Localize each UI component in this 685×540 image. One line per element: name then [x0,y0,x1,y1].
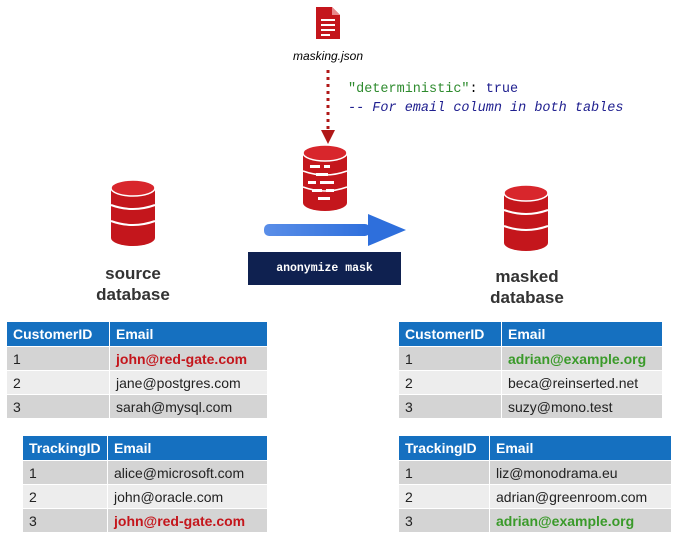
config-key: "deterministic" [348,82,470,97]
email-cell: liz@monodrama.eu [489,460,672,485]
masked-tracking-table: TrackingID Email 1 liz@monodrama.eu 2 ad… [398,435,672,533]
email-cell: suzy@mono.test [501,394,663,419]
column-header: CustomerID [398,321,502,347]
email-cell: adrian@greenroom.com [489,484,672,509]
id-cell: 3 [398,508,490,533]
column-header: Email [109,321,268,347]
config-value: true [485,82,519,97]
table-header-row: CustomerID Email [398,321,663,347]
config-separator: : [469,82,486,97]
email-cell: sarah@mysql.com [109,394,268,419]
id-cell: 2 [398,484,490,509]
id-cell: 1 [6,346,110,371]
source-database-icon [110,179,156,246]
id-cell: 3 [22,508,108,533]
config-comment: -- For email column in both tables [348,101,624,116]
masked-label-line2: database [490,288,564,307]
column-header: Email [107,435,268,461]
table-row: 1 adrian@example.org [398,346,663,371]
masked-label-line1: masked [495,267,559,286]
masked-database-label: masked database [472,266,582,308]
masking-database-icon [302,144,348,211]
id-cell: 3 [6,394,110,419]
id-cell: 3 [398,394,502,419]
email-cell: john@red-gate.com [109,346,268,371]
table-header-row: CustomerID Email [6,321,268,347]
id-cell: 2 [6,370,110,395]
table-row: 1 alice@microsoft.com [22,460,268,485]
masked-customer-table: CustomerID Email 1 adrian@example.org 2 … [398,321,663,419]
table-row: 3 adrian@example.org [398,508,672,533]
id-cell: 2 [22,484,108,509]
config-file-name: masking.json [292,49,364,63]
table-row: 3 sarah@mysql.com [6,394,268,419]
email-cell: john@oracle.com [107,484,268,509]
process-arrow [264,214,406,246]
email-cell: alice@microsoft.com [107,460,268,485]
masked-database-icon [503,184,549,251]
column-header: Email [489,435,672,461]
email-cell: jane@postgres.com [109,370,268,395]
table-row: 1 liz@monodrama.eu [398,460,672,485]
table-row: 2 beca@reinserted.net [398,370,663,395]
table-row: 3 john@red-gate.com [22,508,268,533]
source-customer-table: CustomerID Email 1 john@red-gate.com 2 j… [6,321,268,419]
source-database-label: source database [78,263,188,305]
table-row: 2 jane@postgres.com [6,370,268,395]
source-tracking-table: TrackingID Email 1 alice@microsoft.com 2… [22,435,268,533]
id-cell: 1 [398,460,490,485]
column-header: Email [501,321,663,347]
email-cell: adrian@example.org [489,508,672,533]
config-setting: "deterministic": true [348,82,518,97]
table-row: 2 adrian@greenroom.com [398,484,672,509]
id-cell: 2 [398,370,502,395]
id-cell: 1 [398,346,502,371]
column-header: TrackingID [22,435,108,461]
source-label-line2: database [96,285,170,304]
email-cell: john@red-gate.com [107,508,268,533]
config-flow-arrow [321,70,335,144]
email-cell: beca@reinserted.net [501,370,663,395]
table-header-row: TrackingID Email [22,435,268,461]
column-header: TrackingID [398,435,490,461]
table-row: 1 john@red-gate.com [6,346,268,371]
table-header-row: TrackingID Email [398,435,672,461]
id-cell: 1 [22,460,108,485]
table-row: 2 john@oracle.com [22,484,268,509]
command-label: anonymize mask [248,252,401,285]
json-file-icon [316,7,340,39]
column-header: CustomerID [6,321,110,347]
source-label-line1: source [105,264,161,283]
email-cell: adrian@example.org [501,346,663,371]
table-row: 3 suzy@mono.test [398,394,663,419]
